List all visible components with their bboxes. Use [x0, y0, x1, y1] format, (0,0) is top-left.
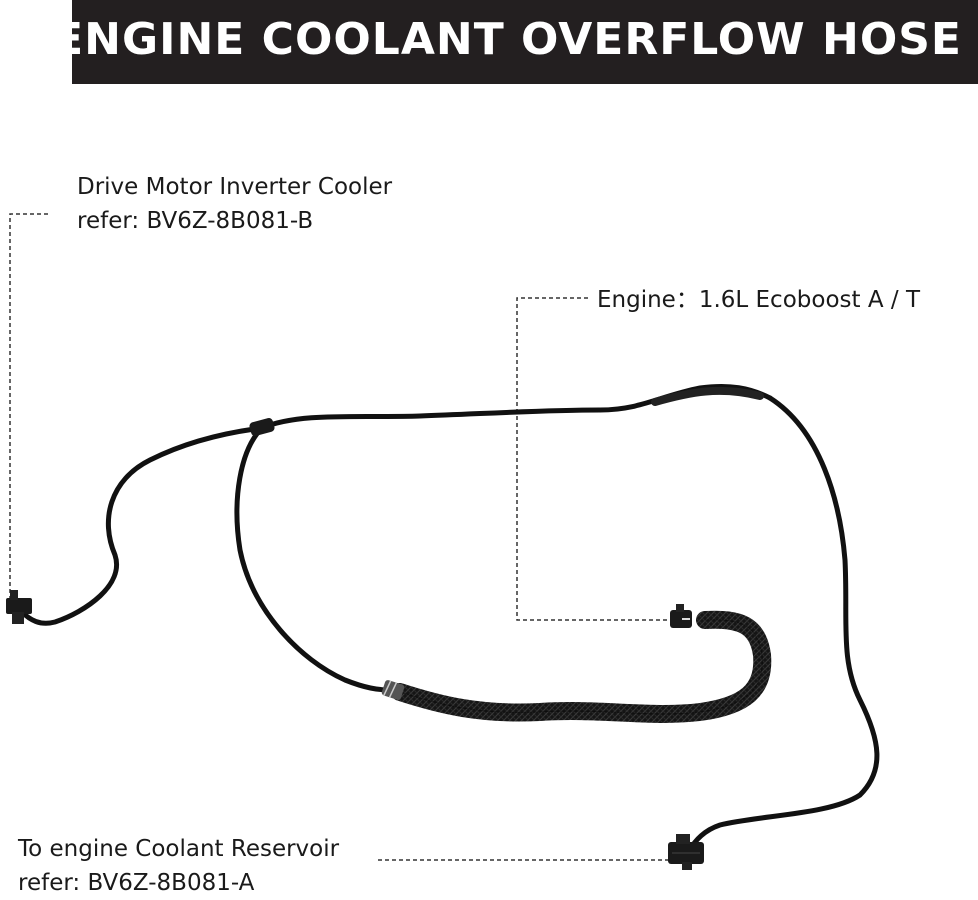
- braided-sleeve: [391, 610, 772, 723]
- callout-inverter: Drive Motor Inverter Cooler refer: BV6Z-…: [77, 170, 392, 238]
- callout-engine-spec: Engine：1.6L Ecoboost A / T: [597, 287, 920, 313]
- hose-main-run: [259, 383, 773, 431]
- title-bar: ENGINE COOLANT OVERFLOW HOSE: [53, 0, 978, 84]
- callout-reservoir-part: refer: BV6Z-8B081-A: [18, 870, 255, 896]
- callout-engine: Engine：1.6L Ecoboost A / T: [597, 283, 920, 317]
- hose-inverter-branch: [19, 425, 265, 626]
- leader-line-engine: [516, 297, 672, 621]
- protective-sleeve: [651, 386, 764, 406]
- leader-lines: [9, 213, 672, 861]
- page-title: ENGINE COOLANT OVERFLOW HOSE: [53, 14, 962, 65]
- hose-lower-branch: [234, 425, 393, 693]
- callout-inverter-name: Drive Motor Inverter Cooler: [77, 174, 393, 200]
- callout-inverter-part: refer: BV6Z-8B081-B: [77, 208, 314, 234]
- metal-ferrule: [381, 680, 405, 700]
- callout-reservoir-name: To engine Coolant Reservoir: [18, 836, 340, 862]
- inverter-connector: [6, 590, 32, 624]
- reservoir-connector: [668, 834, 704, 870]
- callout-reservoir: To engine Coolant Reservoir refer: BV6Z-…: [18, 832, 339, 900]
- engine-connector: [670, 604, 692, 628]
- tee-junction: [249, 418, 275, 436]
- hose-reservoir-branch: [687, 395, 880, 853]
- leader-line-inverter: [9, 213, 48, 600]
